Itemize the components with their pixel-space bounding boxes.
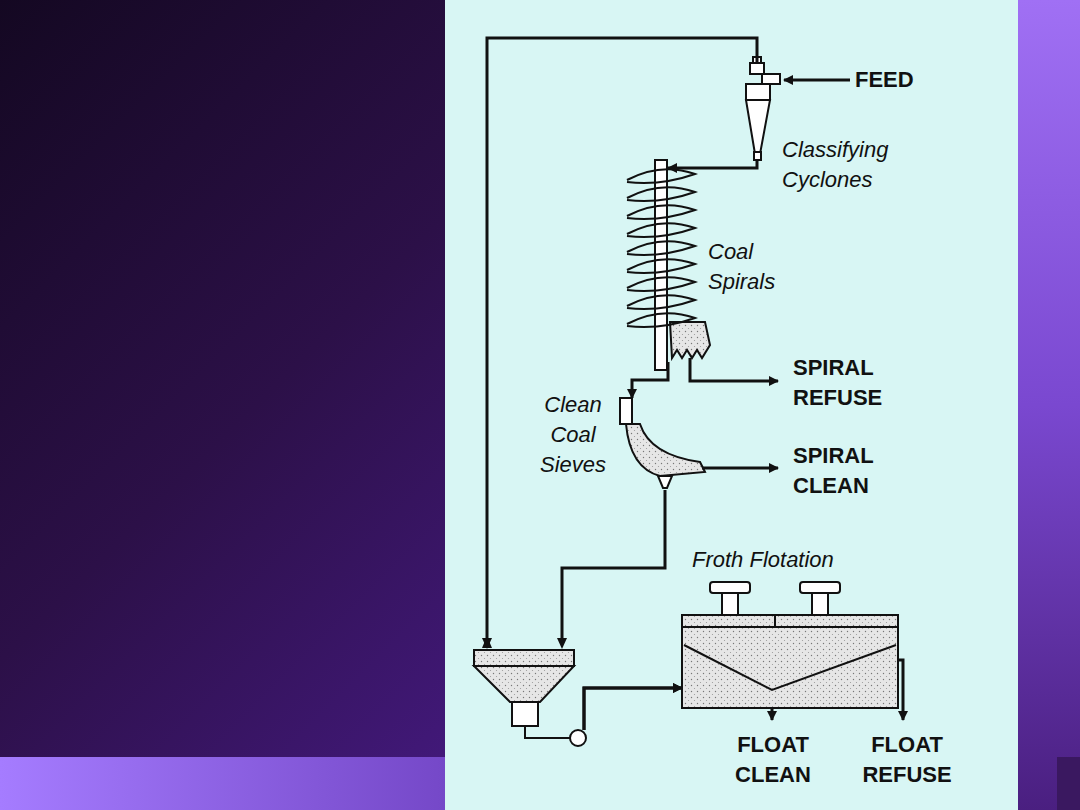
flotation-cell [682,582,898,708]
spiral-turn [627,295,695,309]
stream-label: FLOAT CLEAN [727,730,819,790]
unit-label: Classifying Cyclones [782,135,917,195]
spiral-turn [627,241,695,255]
unit-label: Clean Coal Sieves [532,390,614,480]
flow-line [632,362,668,398]
stream-label: FLOAT REFUSE [852,730,962,790]
equipment-unit: Clean Coal Sieves [620,398,708,490]
spiral-turn [627,277,695,291]
flow-line [562,490,682,730]
unit-label: Froth Flotation [692,545,882,575]
stream-label: SPIRAL CLEAN [793,441,898,501]
sump-symbol [474,650,586,746]
spiral-turn [627,169,695,183]
spiral-turn [627,223,695,237]
stream-label: FEED [855,65,945,95]
spiral-turn [627,313,695,327]
cyclone-symbol [746,57,780,160]
flow-line [668,160,757,168]
spiral-turn [627,187,695,201]
spiral-turn [627,259,695,273]
corner-block [1057,757,1080,810]
equipment-unit: Froth Flotation [682,578,900,708]
equipment-unit: Coal Spirals [624,160,712,362]
flow-line [487,38,757,730]
spiral-symbol [627,160,710,370]
right-band [1018,0,1080,810]
unit-label: Coal Spirals [708,237,808,297]
spiral-turn [627,205,695,219]
bottom-band [0,757,445,810]
equipment-unit: Classifying Cyclones [738,62,782,160]
sieve-symbol [620,398,705,488]
stream-label: SPIRAL REFUSE [793,353,908,413]
